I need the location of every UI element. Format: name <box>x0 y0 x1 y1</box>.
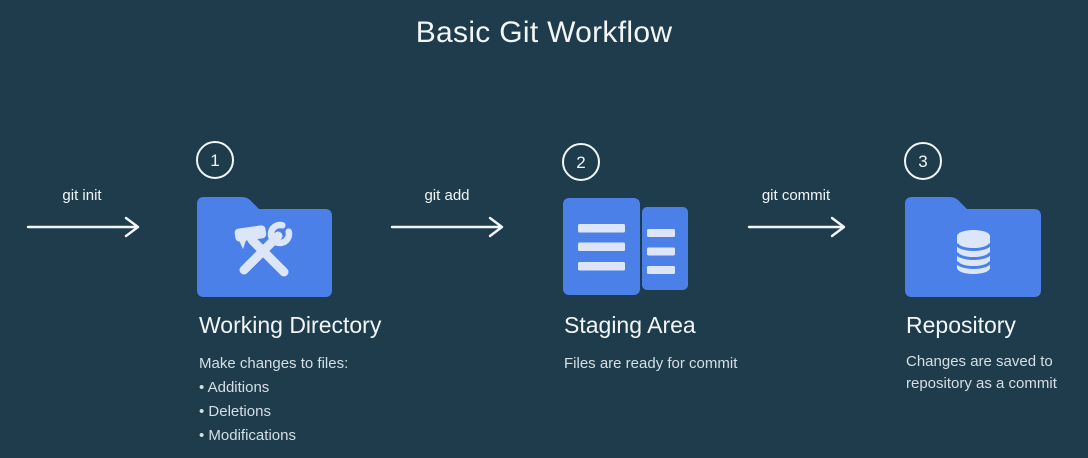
diagram-title: Basic Git Workflow <box>415 16 673 49</box>
folder-tools-icon <box>197 197 332 297</box>
arrow-icon <box>26 216 140 238</box>
step-description: Files are ready for commit <box>564 355 738 372</box>
step-number-badge: 2 <box>562 143 600 181</box>
bullet-item: • Modifications <box>199 427 296 444</box>
step-description: Changes are saved to repository as a com… <box>906 353 1057 392</box>
bullet-item: • Additions <box>199 379 270 396</box>
arrow-icon <box>747 216 846 238</box>
step-bullet-list: • Additions • Deletions • Modifications <box>199 376 296 448</box>
step-number-badge: 1 <box>196 141 234 179</box>
step-title-staging-area: Staging Area <box>564 312 696 338</box>
step-title-working-directory: Working Directory <box>199 312 382 338</box>
arrow-label-git-commit: git commit <box>761 187 831 204</box>
arrow-label-git-add: git add <box>424 187 470 204</box>
arrow-icon <box>390 216 504 238</box>
folder-database-icon <box>905 197 1041 297</box>
step-number-badge: 3 <box>904 142 942 180</box>
bullet-item: • Deletions <box>199 403 271 420</box>
stacked-documents-icon <box>563 198 688 295</box>
step-title-repository: Repository <box>906 312 1016 338</box>
arrow-label-git-init: git init <box>62 187 102 204</box>
step-description: Make changes to files: <box>199 355 349 372</box>
